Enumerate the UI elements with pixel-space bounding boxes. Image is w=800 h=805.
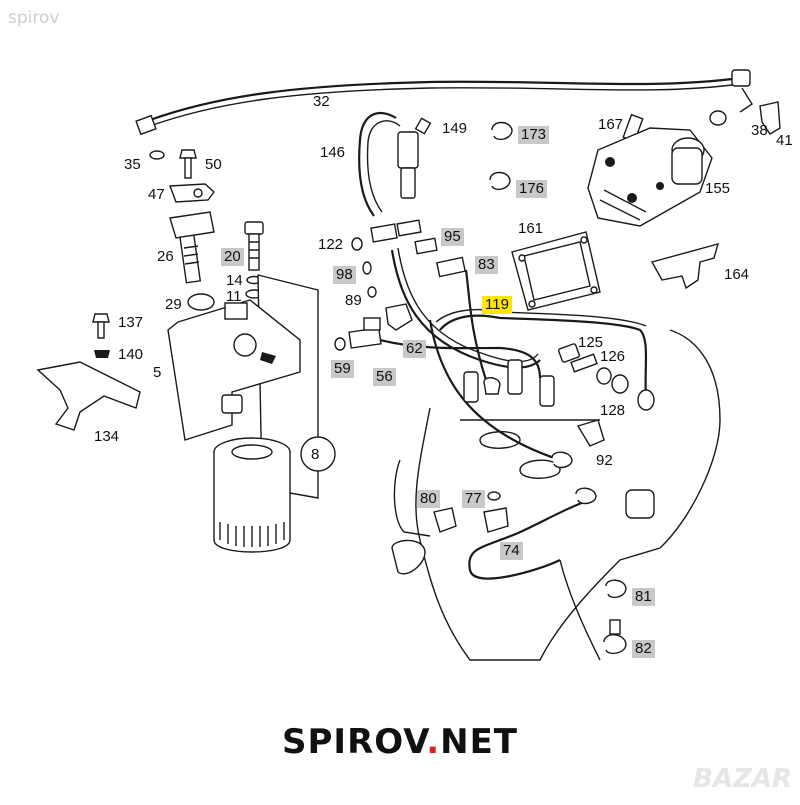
- clamp-176: [489, 171, 511, 191]
- fuel-pipes: [379, 247, 648, 580]
- part-label-146: 146: [320, 144, 346, 161]
- clip-41: [759, 101, 781, 135]
- part-label-81: 81: [632, 588, 655, 606]
- part-label-98: 98: [333, 266, 356, 284]
- fitting-56: [348, 317, 382, 349]
- hand-primer-26: [169, 211, 215, 284]
- clamp-173: [491, 121, 513, 141]
- site-name-right: NET: [440, 722, 518, 762]
- part-label-89: 89: [345, 292, 362, 309]
- fuel-line-32: [135, 69, 753, 136]
- clip-74: [483, 507, 509, 533]
- part-label-11: 11: [226, 288, 242, 305]
- part-label-149: 149: [442, 120, 468, 137]
- part-label-173: 173: [518, 126, 550, 144]
- part-label-74: 74: [500, 542, 523, 560]
- banjo-125: [558, 343, 598, 373]
- part-label-29: 29: [165, 296, 182, 313]
- bazar-logo: BAZAR: [693, 764, 792, 794]
- delivery-valves: [463, 359, 555, 407]
- bracket-164: [650, 242, 720, 290]
- part-label-128: 128: [600, 402, 626, 419]
- part-label-155: 155: [705, 180, 731, 197]
- washer-77: [487, 491, 501, 501]
- part-label-176: 176: [516, 180, 548, 198]
- site-name-dot: .: [426, 722, 441, 762]
- clip-88: [575, 487, 597, 505]
- part-label-83: 83: [475, 256, 498, 274]
- fitting-83: [435, 256, 467, 278]
- part-label-134: 134: [94, 428, 120, 445]
- part-label-164: 164: [724, 266, 750, 283]
- clamp-82: [603, 619, 627, 655]
- part-label-5: 5: [153, 364, 162, 381]
- part-label-119: 119: [482, 296, 512, 314]
- part-label-122: 122: [318, 236, 344, 253]
- part-label-47: 47: [148, 186, 165, 203]
- return-hose-146: [358, 111, 401, 217]
- part-label-50: 50: [205, 156, 222, 173]
- part-label-161: 161: [518, 220, 544, 237]
- fitting-62: [385, 303, 413, 331]
- banjo-eye: [637, 389, 655, 411]
- clip-80: [433, 507, 457, 533]
- nut-140: [94, 350, 110, 358]
- part-label-125: 125: [578, 334, 604, 351]
- part-label-32: 32: [313, 93, 330, 110]
- valve-149: [397, 117, 432, 199]
- bracket-47: [169, 183, 215, 203]
- washer-128: [611, 374, 629, 394]
- seal-89: [367, 286, 377, 298]
- site-name: SPIROV.NET: [0, 722, 800, 762]
- part-label-20: 20: [221, 248, 244, 266]
- bolt-137: [92, 313, 110, 339]
- o-ring-29: [187, 293, 215, 311]
- part-label-59: 59: [331, 360, 354, 378]
- part-label-140: 140: [118, 346, 144, 363]
- seal-98: [362, 261, 372, 275]
- bracket-134: [36, 361, 141, 431]
- watermark-spirov: spirov: [8, 8, 60, 28]
- part-label-26: 26: [157, 248, 174, 265]
- site-name-left: SPIROV: [282, 722, 427, 762]
- part-label-80: 80: [417, 490, 440, 508]
- fitting-95: [370, 219, 438, 255]
- washer-35: [149, 150, 165, 160]
- part-label-38: 38: [751, 122, 768, 139]
- seal-59: [334, 337, 346, 351]
- part-label-41: 41: [776, 132, 793, 149]
- banjo-bolt-20: [244, 221, 264, 271]
- part-label-8: 8: [311, 446, 320, 463]
- part-label-62: 62: [403, 340, 426, 358]
- washer-38: [709, 110, 727, 126]
- gasket-161: [511, 231, 601, 311]
- pump-head-155: [587, 127, 713, 227]
- clip-92: [576, 419, 605, 447]
- part-label-137: 137: [118, 314, 144, 331]
- part-label-77: 77: [462, 490, 485, 508]
- part-label-56: 56: [373, 368, 396, 386]
- part-label-14: 14: [226, 272, 243, 289]
- part-label-167: 167: [598, 116, 624, 133]
- bolt-50: [179, 149, 197, 179]
- part-label-92: 92: [596, 452, 613, 469]
- washer-126: [596, 367, 612, 385]
- part-label-126: 126: [600, 348, 626, 365]
- part-label-82: 82: [632, 640, 655, 658]
- injection-pump-body: [391, 329, 721, 661]
- part-label-95: 95: [441, 228, 464, 246]
- clip-90: [551, 451, 573, 469]
- seal-122: [351, 237, 363, 251]
- filter-element-8: [213, 436, 336, 553]
- clamp-81: [605, 579, 627, 599]
- part-label-35: 35: [124, 156, 141, 173]
